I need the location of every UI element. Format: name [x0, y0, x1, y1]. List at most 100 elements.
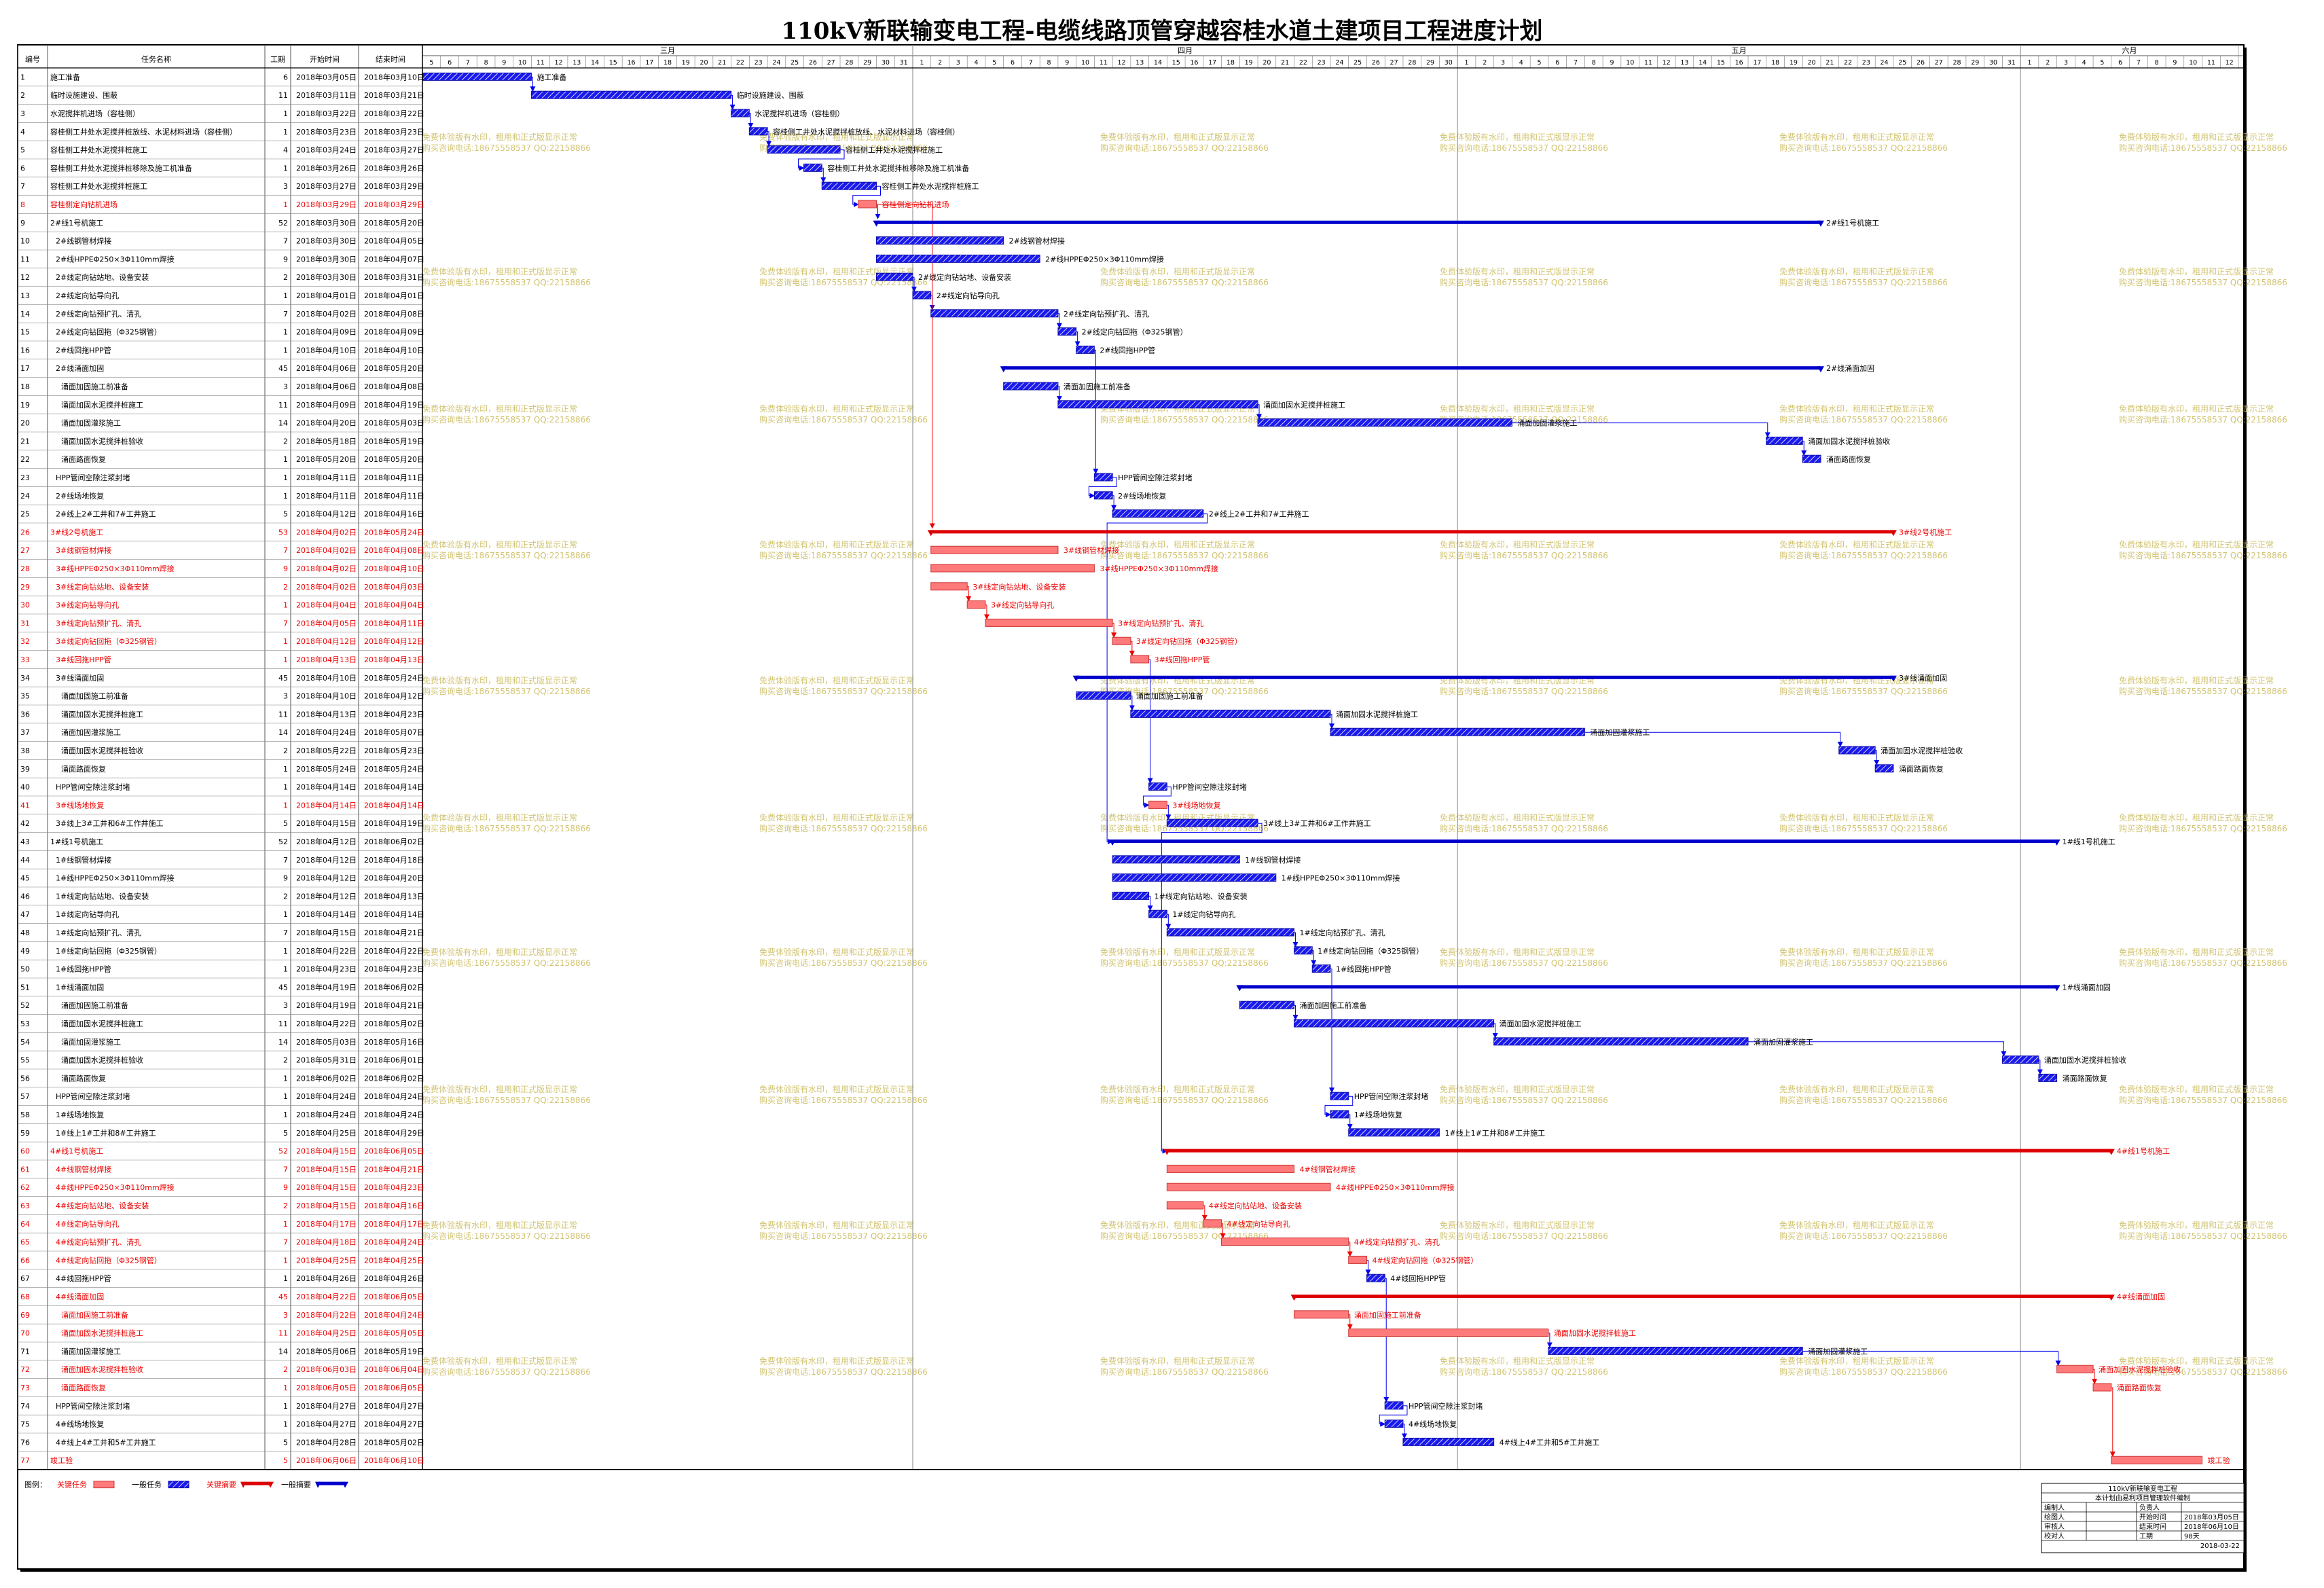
bar-label: 3#线定向钻站地、设备安装	[973, 582, 1066, 592]
task-bar[interactable]	[767, 145, 841, 154]
task-bar[interactable]	[530, 90, 732, 99]
watermark-line: 免费体验版有水印，租用和正式版显示正常	[422, 812, 577, 823]
watermark-line: 免费体验版有水印，租用和正式版显示正常	[422, 947, 577, 957]
critical-task-bar[interactable]	[930, 545, 1059, 554]
critical-task-bar[interactable]	[1148, 800, 1167, 809]
task-bar[interactable]	[1257, 418, 1512, 427]
summary-bar[interactable]	[1167, 1149, 2111, 1153]
task-bar[interactable]	[1874, 764, 1894, 773]
task-bar[interactable]	[1057, 400, 1258, 409]
task-bar[interactable]	[1766, 436, 1803, 445]
task-bar[interactable]	[876, 272, 913, 281]
critical-task-bar[interactable]	[1348, 1329, 1549, 1337]
task-bar[interactable]	[422, 72, 532, 81]
task-bar[interactable]	[1112, 873, 1277, 882]
summary-bar[interactable]	[1239, 985, 2057, 989]
task-bar[interactable]	[1294, 1019, 1495, 1028]
watermark-line: 免费体验版有水印，租用和正式版显示正常	[422, 403, 577, 414]
critical-task-bar[interactable]	[1166, 1164, 1295, 1173]
critical-task-bar[interactable]	[1348, 1255, 1367, 1264]
task-bar[interactable]	[876, 254, 1040, 263]
critical-task-bar[interactable]	[985, 618, 1113, 627]
summary-bar[interactable]	[1294, 1295, 2111, 1298]
critical-task-bar[interactable]	[1166, 1183, 1331, 1191]
task-bar[interactable]	[1330, 1091, 1349, 1100]
task-bar[interactable]	[1239, 1000, 1295, 1009]
task-bar[interactable]	[1148, 782, 1167, 791]
task-name: 容桂侧工井处水泥搅拌桩施工	[50, 181, 147, 191]
task-bar[interactable]	[1112, 509, 1204, 518]
critical-task-bar[interactable]	[1130, 655, 1150, 664]
day-label: 3	[956, 59, 960, 67]
task-bar[interactable]	[1366, 1274, 1385, 1282]
task-duration: 1	[283, 346, 288, 355]
task-bar[interactable]	[731, 109, 750, 118]
task-bar[interactable]	[1112, 891, 1150, 900]
critical-task-bar[interactable]	[930, 582, 968, 591]
task-duration: 9	[283, 1183, 288, 1192]
task-bar[interactable]	[1493, 1037, 1749, 1046]
day-label: 13	[573, 59, 581, 67]
task-duration: 6	[283, 73, 288, 82]
summary-bar[interactable]	[876, 220, 1821, 224]
summary-bar[interactable]	[1112, 840, 2057, 843]
bar-label: 施工准备	[537, 72, 566, 82]
task-bar[interactable]	[1076, 345, 1095, 354]
critical-task-bar[interactable]	[2056, 1365, 2094, 1373]
watermark-line: 免费体验版有水印，租用和正式版显示正常	[1440, 1356, 1595, 1366]
task-bar[interactable]	[1330, 727, 1585, 736]
task-end: 2018年04月23日	[364, 709, 424, 719]
task-end: 2018年05月19日	[364, 436, 424, 446]
task-bar[interactable]	[930, 309, 1059, 318]
task-bar[interactable]	[1093, 473, 1113, 482]
task-bar[interactable]	[1802, 454, 1821, 463]
task-bar[interactable]	[2001, 1055, 2039, 1064]
task-bar[interactable]	[1148, 909, 1167, 918]
task-bar[interactable]	[1402, 1437, 1495, 1446]
task-end: 2018年04月05日	[364, 236, 424, 246]
task-bar[interactable]	[1330, 1110, 1349, 1119]
task-bar[interactable]	[1548, 1346, 1803, 1355]
task-bar[interactable]	[1384, 1401, 1404, 1410]
task-bar[interactable]	[1112, 855, 1240, 864]
dependency-link	[1347, 1114, 1353, 1130]
watermark-line: 免费体验版有水印，租用和正式版显示正常	[1440, 132, 1595, 142]
critical-task-bar[interactable]	[858, 200, 877, 209]
critical-task-bar[interactable]	[2111, 1456, 2203, 1464]
task-bar[interactable]	[1166, 818, 1258, 827]
task-bar[interactable]	[1003, 382, 1059, 391]
task-bar[interactable]	[803, 163, 822, 172]
bar-label: 1#线钢管材焊接	[1245, 855, 1301, 865]
task-bar[interactable]	[912, 291, 932, 300]
task-bar[interactable]	[1093, 491, 1113, 500]
task-bar[interactable]	[1076, 691, 1131, 700]
task-bar[interactable]	[1348, 1128, 1440, 1137]
summary-bar[interactable]	[1003, 366, 1821, 370]
day-label: 11	[537, 59, 545, 67]
dependency-link	[1165, 804, 1172, 820]
task-bar[interactable]	[876, 236, 1004, 245]
critical-task-bar[interactable]	[2092, 1383, 2112, 1392]
task-bar[interactable]	[1384, 1420, 1404, 1428]
summary-bar[interactable]	[1076, 675, 1893, 679]
task-bar[interactable]	[1057, 327, 1077, 336]
task-bar[interactable]	[821, 181, 877, 190]
dependency-link	[1874, 750, 1880, 765]
critical-task-bar[interactable]	[1294, 1310, 1349, 1319]
task-bar[interactable]	[1130, 709, 1331, 718]
task-bar[interactable]	[748, 127, 768, 136]
task-bar[interactable]	[1166, 928, 1295, 937]
critical-task-bar[interactable]	[1203, 1219, 1222, 1228]
task-bar[interactable]	[1838, 746, 1876, 755]
summary-bar[interactable]	[930, 530, 1893, 534]
critical-task-bar[interactable]	[1112, 636, 1131, 645]
critical-task-bar[interactable]	[1166, 1201, 1204, 1210]
critical-task-bar[interactable]	[966, 600, 986, 609]
task-bar[interactable]	[1294, 946, 1313, 955]
critical-task-bar[interactable]	[930, 564, 1095, 573]
task-bar[interactable]	[2038, 1073, 2058, 1082]
watermark-line: 购买咨询电话:18675558537 QQ:22158866	[1779, 823, 1948, 833]
task-bar[interactable]	[1311, 964, 1331, 973]
critical-task-bar[interactable]	[1221, 1238, 1349, 1246]
watermark-line: 免费体验版有水印，租用和正式版显示正常	[422, 1356, 577, 1366]
